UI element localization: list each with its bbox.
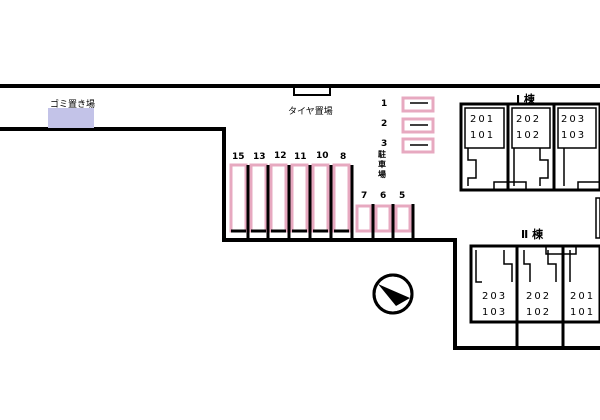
parking-number: 13	[253, 152, 266, 162]
parking-number: 5	[399, 191, 406, 201]
room-number: 202	[526, 291, 552, 302]
building-2-details	[475, 197, 600, 283]
room-number: 201	[470, 114, 496, 125]
building-1-name: Ⅰ 棟	[516, 93, 535, 106]
room-number: 202	[516, 114, 542, 125]
room-number: 103	[561, 130, 587, 141]
parking-number: 7	[361, 191, 368, 201]
building-1-outline	[459, 102, 600, 192]
parking-dividers	[231, 165, 415, 240]
tire-storage-box	[293, 86, 331, 96]
parking-lot-label: 駐 車 場	[378, 150, 386, 179]
north-arrow-icon	[372, 273, 414, 315]
room-number: 203	[482, 291, 508, 302]
parking-slots-small	[355, 204, 412, 233]
room-number: 201	[570, 291, 596, 302]
parking-number: 12	[274, 151, 287, 161]
building-1-details	[464, 107, 600, 191]
room-number: 203	[561, 114, 587, 125]
parking-slots-top	[401, 96, 435, 154]
parking-number: 10	[316, 151, 329, 161]
tire-storage-label: タイヤ置場	[288, 107, 333, 117]
room-number: 101	[570, 307, 596, 318]
room-number: 101	[470, 130, 496, 141]
parking-number: 15	[232, 152, 245, 162]
building-2-outline	[469, 244, 600, 348]
room-number: 102	[516, 130, 542, 141]
room-number: 103	[482, 307, 508, 318]
garbage-area-label: ゴミ置き場	[50, 100, 96, 110]
parking-slot-lines-top	[410, 102, 428, 146]
parking-number: 2	[381, 119, 388, 129]
room-number: 102	[526, 307, 552, 318]
parking-number: 3	[381, 139, 388, 149]
parking-number: 1	[381, 99, 388, 109]
parking-number: 8	[340, 152, 347, 162]
garbage-area	[48, 108, 94, 128]
building-2-name: Ⅱ 棟	[521, 228, 544, 241]
parking-number: 11	[294, 152, 307, 162]
parking-number: 6	[380, 191, 387, 201]
